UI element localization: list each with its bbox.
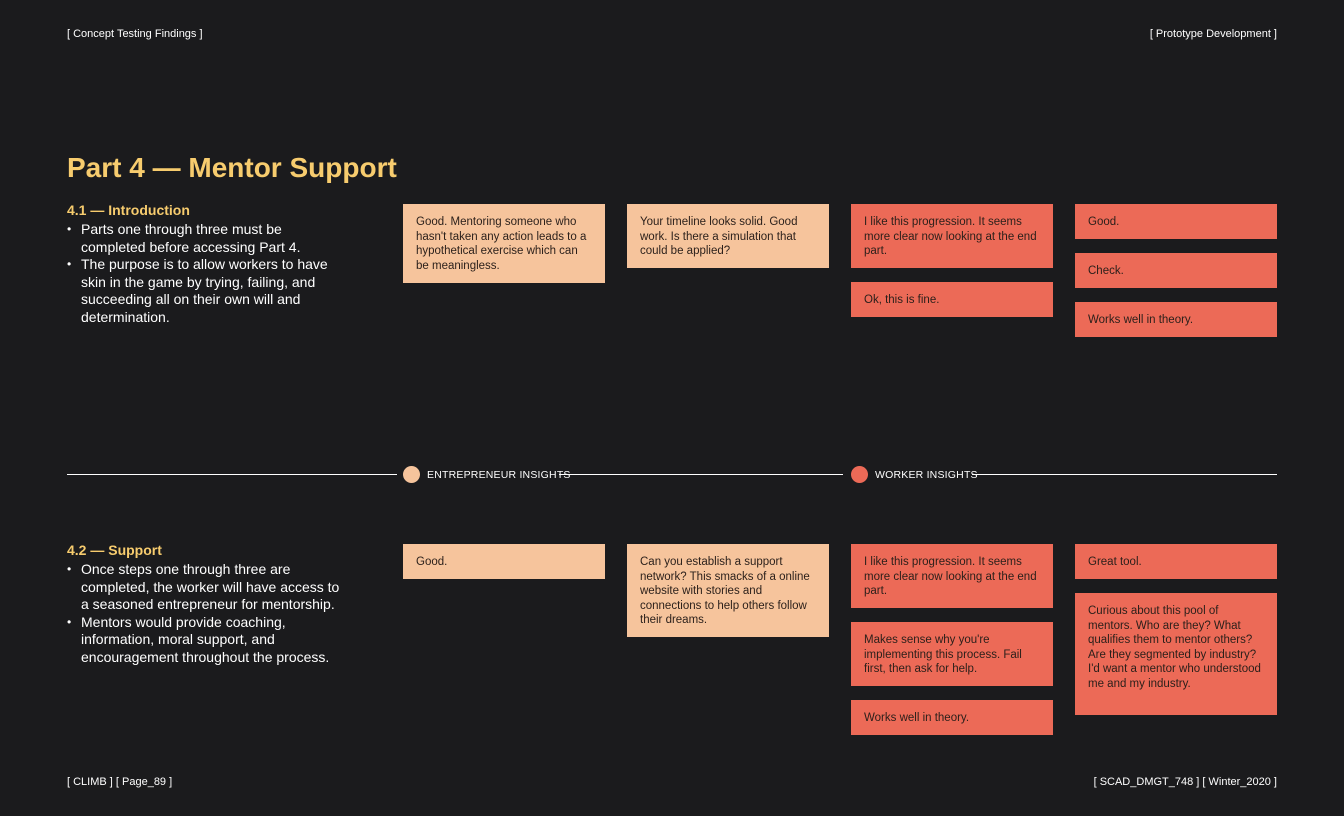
worker-note: Great tool.	[1075, 544, 1277, 579]
worker-note: I like this progression. It seems more c…	[851, 544, 1053, 608]
footer-left-label: [ CLIMB ] [ Page_89 ]	[67, 776, 173, 788]
legend-entrepreneur: ENTREPRENEUR INSIGHTS	[403, 466, 571, 483]
bullet-item: Once steps one through three are complet…	[67, 561, 347, 614]
legend-label: ENTREPRENEUR INSIGHTS	[427, 468, 571, 481]
section-heading: 4.1 — Introduction	[67, 202, 190, 218]
section-support: 4.2 — Support Once steps one through thr…	[67, 542, 347, 666]
divider-line	[559, 474, 843, 475]
worker-note: Works well in theory.	[1075, 302, 1277, 337]
entrepreneur-note: Good. Mentoring someone who hasn't taken…	[403, 204, 605, 283]
bullet-list: Parts one through three must be complete…	[67, 221, 347, 326]
header-right-label: [ Prototype Development ]	[1149, 28, 1277, 40]
notes-column-worker-1: I like this progression. It seems more c…	[851, 544, 1053, 749]
header-left-label: [ Concept Testing Findings ]	[67, 28, 203, 40]
notes-column-worker-2: Good. Check. Works well in theory.	[1075, 204, 1277, 351]
worker-note: Good.	[1075, 204, 1277, 239]
bullet-item: Parts one through three must be complete…	[67, 221, 347, 256]
footer-right-label: [ SCAD_DMGT_748 ] [ Winter_2020 ]	[1093, 776, 1277, 788]
notes-column-entrepreneur-2: Your timeline looks solid. Good work. Is…	[627, 204, 829, 282]
worker-dot-icon	[851, 466, 868, 483]
divider-line	[972, 474, 1277, 475]
worker-note: Check.	[1075, 253, 1277, 288]
worker-note: Curious about this pool of mentors. Who …	[1075, 593, 1277, 715]
worker-note: Works well in theory.	[851, 700, 1053, 735]
section-heading: 4.2 — Support	[67, 542, 162, 558]
bullet-item: The purpose is to allow workers to have …	[67, 256, 347, 326]
page-title: Part 4 — Mentor Support	[67, 152, 397, 183]
worker-note: I like this progression. It seems more c…	[851, 204, 1053, 268]
entrepreneur-dot-icon	[403, 466, 420, 483]
notes-column-entrepreneur-1: Good.	[403, 544, 605, 593]
section-introduction: 4.1 — Introduction Parts one through thr…	[67, 202, 347, 326]
notes-column-entrepreneur-1: Good. Mentoring someone who hasn't taken…	[403, 204, 605, 297]
entrepreneur-note: Good.	[403, 544, 605, 579]
entrepreneur-note: Can you establish a support network? Thi…	[627, 544, 829, 637]
bullet-list: Once steps one through three are complet…	[67, 561, 347, 666]
legend-worker: WORKER INSIGHTS	[851, 466, 978, 483]
entrepreneur-note: Your timeline looks solid. Good work. Is…	[627, 204, 829, 268]
bullet-item: Mentors would provide coaching, informat…	[67, 614, 347, 667]
worker-note: Ok, this is fine.	[851, 282, 1053, 317]
worker-note: Makes sense why you're implementing this…	[851, 622, 1053, 686]
notes-column-worker-1: I like this progression. It seems more c…	[851, 204, 1053, 331]
legend-label: WORKER INSIGHTS	[875, 468, 978, 481]
notes-column-entrepreneur-2: Can you establish a support network? Thi…	[627, 544, 829, 651]
divider-line	[67, 474, 397, 475]
notes-column-worker-2: Great tool. Curious about this pool of m…	[1075, 544, 1277, 729]
